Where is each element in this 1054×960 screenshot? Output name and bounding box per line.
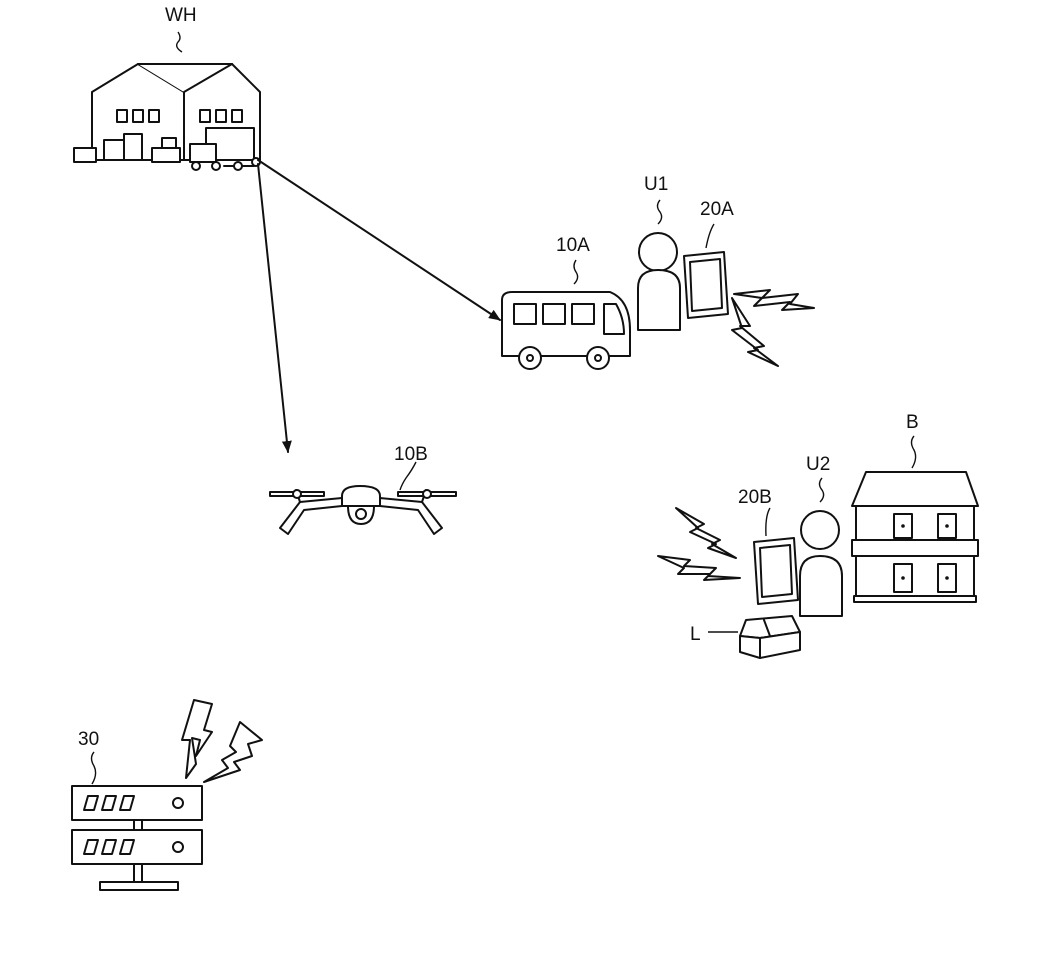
label-server: 30 [78,729,99,750]
label-bus: 10A [556,235,590,256]
leader-u2 [820,478,824,502]
label-user1: U1 [644,174,668,195]
lightning-icon [676,508,736,558]
leader-10a [574,260,578,284]
label-package: L [690,624,701,645]
arrow-to-bus [258,160,500,320]
arrow-to-drone [258,164,288,452]
bus-icon [502,292,630,369]
label-drone: 10B [394,444,428,465]
server-icon [72,786,202,890]
leader-10b [400,462,416,490]
lightning-icon [732,298,778,366]
leader-u1 [658,200,662,224]
label-user2: U2 [806,454,830,475]
lightning-icon [182,700,212,778]
leader-wh [177,32,182,52]
building-icon [852,472,978,602]
lightning-icon [658,556,740,580]
leader-30 [92,752,96,784]
label-building: B [906,412,919,433]
person-icon-u1 [638,233,680,330]
leader-20a [706,224,714,248]
person-icon-u2 [800,511,842,616]
package-icon [740,616,800,658]
leader-20b [766,508,770,536]
lightning-icon [734,290,814,310]
tablet-icon-20b [754,538,798,604]
label-terminal-b: 20B [738,487,772,508]
warehouse-icon [74,64,260,170]
label-terminal-a: 20A [700,199,734,220]
lightning-icon [204,722,262,782]
drone-icon [270,486,456,534]
leader-b [912,436,916,468]
tablet-icon-20a [684,252,728,318]
label-warehouse: WH [165,5,197,26]
